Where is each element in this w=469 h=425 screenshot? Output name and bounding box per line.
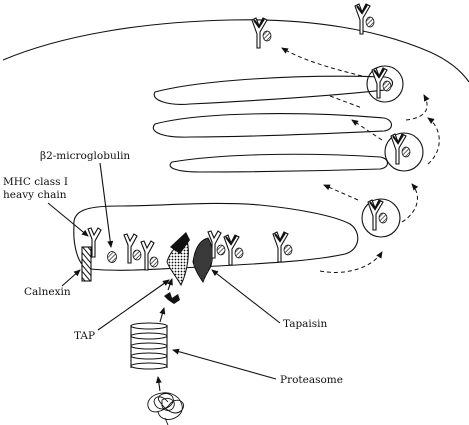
transport-arrow-er-exit — [319, 251, 383, 273]
tapasin-bound-mhc — [207, 230, 226, 259]
golgi-cisterna-2 — [152, 113, 393, 138]
leader-calnexin — [61, 269, 81, 287]
arrow-protein-to-proteasome — [155, 376, 162, 392]
leader-mhc-heavy-chain — [47, 202, 89, 237]
loaded-mhc-1 — [223, 234, 244, 266]
transport-arrow-golgi-vesicle — [329, 95, 363, 109]
proteasome-cylinder — [130, 322, 168, 370]
label-mhc-line2: heavy chain — [3, 189, 67, 201]
vesicle-2 — [384, 132, 424, 172]
endoplasmic-reticulum — [73, 202, 359, 271]
leader-b2m — [99, 162, 114, 248]
surface-mhc-1 — [251, 17, 272, 49]
transport-arrow-v1-right — [405, 94, 430, 121]
arrow-proteasome-to-peptide — [159, 307, 166, 323]
er-mhc-b2m-2 — [140, 240, 159, 271]
surface-mhc-2 — [354, 3, 375, 35]
loaded-mhc-2 — [272, 231, 293, 263]
b2m-free — [107, 251, 117, 263]
er-mhc-heavy-chain — [87, 227, 102, 258]
leader-proteasome — [172, 348, 277, 380]
label-calnexin: Calnexin — [24, 286, 71, 298]
label-proteasome: Proteasome — [280, 374, 343, 386]
calnexin-bar — [81, 246, 92, 282]
golgi-cisterna-3 — [169, 153, 389, 173]
golgi-cisterna-1 — [153, 75, 394, 105]
unfolded-protein-inner — [161, 397, 175, 411]
unfolded-protein — [147, 392, 184, 425]
vesicle-1 — [366, 65, 404, 103]
arrow-peptide-to-tap — [167, 278, 173, 291]
cell-membrane — [2, 19, 469, 83]
transport-arrow-v3-golgi — [323, 184, 359, 201]
label-tap: TAP — [74, 330, 95, 342]
vesicle-3 — [361, 198, 401, 238]
transport-arrow-v3-up — [401, 183, 419, 223]
tap-black-piece — [170, 232, 190, 254]
peptide-fragment — [164, 292, 180, 304]
leader-tap — [97, 279, 170, 331]
er-mhc-b2m-1 — [123, 233, 142, 264]
transport-arrow-v1-surface — [281, 47, 363, 77]
label-b2m: β2-microglobulin — [40, 150, 130, 162]
tapasin-molecule — [192, 237, 213, 284]
leader-tapasin — [211, 269, 281, 324]
transport-arrow-v2-up — [427, 117, 440, 165]
label-mhc-line1: MHC class I — [3, 176, 68, 188]
label-tapasin: Tapaisin — [283, 318, 328, 330]
transport-arrow-v2-golgi — [351, 119, 383, 141]
